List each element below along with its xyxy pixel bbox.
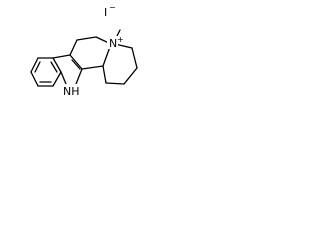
bond: [123, 67, 138, 85]
quaternary-nitrogen: N +: [107, 35, 124, 50]
bond: [30, 57, 39, 73]
bond: [52, 57, 62, 73]
indole-nitrogen: NH: [62, 84, 82, 98]
bond: [81, 65, 104, 70]
bond: [52, 71, 62, 87]
bond: [30, 71, 39, 87]
structure-canvas: I − N + NH: [0, 0, 210, 118]
bond: [131, 47, 138, 69]
bond-lines: [30, 29, 138, 87]
molecule-drawing: I − N + NH: [30, 3, 138, 98]
bond: [52, 54, 71, 59]
nitrogen-charge: +: [117, 35, 124, 44]
bond: [69, 39, 78, 56]
iodide-counterion: I −: [104, 3, 116, 19]
double-bond-inner: [71, 59, 81, 70]
nitrogen-label: N: [109, 37, 117, 50]
nh-label: NH: [63, 85, 80, 98]
bond: [102, 65, 107, 84]
bond: [75, 68, 83, 85]
atom-mask: [107, 36, 118, 49]
iodine-label: I: [104, 6, 107, 19]
atom-mask: [62, 84, 82, 98]
bond: [60, 71, 67, 85]
bond: [105, 82, 125, 85]
bond: [69, 54, 83, 70]
double-bond-inner: [50, 61, 58, 73]
double-bond-inner: [34, 61, 41, 73]
iodide-charge: −: [109, 3, 116, 12]
bond: [76, 36, 97, 41]
